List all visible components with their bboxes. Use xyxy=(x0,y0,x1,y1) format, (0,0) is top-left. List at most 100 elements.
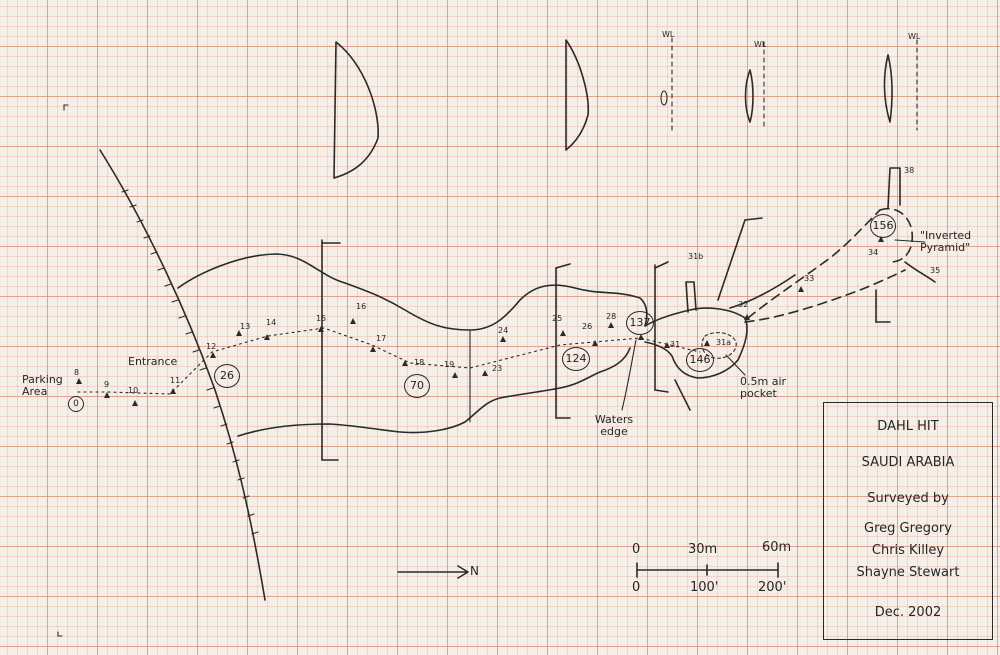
station-38: 38 xyxy=(904,166,915,175)
chamber-outline xyxy=(644,307,748,379)
scale-imperial-100: 100' xyxy=(690,580,719,595)
station-marker xyxy=(350,318,356,324)
station-31b: 31b xyxy=(688,252,704,261)
cliff-hatches xyxy=(121,189,259,535)
station-19: 19 xyxy=(444,360,455,369)
station-10: 10 xyxy=(128,386,139,395)
north-arrow xyxy=(397,565,469,579)
parking-area-label: Parking Area xyxy=(22,373,63,398)
station-13: 13 xyxy=(240,322,251,331)
north-label: N xyxy=(470,564,479,578)
station-marker xyxy=(210,352,216,358)
station-marker xyxy=(608,322,614,328)
surveyor-2: Chris Killey xyxy=(871,543,945,558)
location: SAUDI ARABIA xyxy=(861,455,955,470)
station-marker xyxy=(452,372,458,378)
inverted-pyramid-label: "Inverted Pyramid" xyxy=(920,229,972,254)
survey-date: Dec. 2002 xyxy=(874,605,942,620)
air-pocket-pointer xyxy=(725,354,746,376)
wl-label-3: WL xyxy=(662,30,675,39)
pyramid-shaft xyxy=(887,167,901,209)
station-marker xyxy=(76,378,82,384)
cave-name: DAHL HIT xyxy=(877,419,939,434)
waters-edge-label: Waters edge xyxy=(594,413,634,438)
station-marker xyxy=(560,330,566,336)
corner-mark xyxy=(57,631,63,637)
scale-bar xyxy=(636,562,779,578)
pyramid-chamber xyxy=(879,208,914,263)
station-24: 24 xyxy=(498,326,509,335)
station-26: 26 xyxy=(582,322,593,331)
station-marker xyxy=(264,334,270,340)
scale-metric-30: 30m xyxy=(688,542,718,557)
station-23: 23 xyxy=(492,364,503,373)
station-34: 34 xyxy=(868,248,879,257)
station-15: 15 xyxy=(316,314,327,323)
station-31: 31 xyxy=(670,340,681,349)
section-marker xyxy=(660,90,668,106)
surveyed-by-label: Surveyed by xyxy=(867,491,949,506)
wl-label-5: WL xyxy=(908,32,921,41)
depth-0: 0 xyxy=(68,396,84,412)
entrance-label: Entrance xyxy=(128,355,178,368)
depth-70: 70 xyxy=(404,374,430,398)
profile-section-4 xyxy=(744,69,754,123)
station-16: 16 xyxy=(356,302,367,311)
station-marker xyxy=(402,360,408,366)
depth-156: 156 xyxy=(870,214,896,238)
station-32: 32 xyxy=(738,300,749,309)
pyramid-pointer xyxy=(894,239,926,243)
station-marker xyxy=(744,314,750,320)
station-marker xyxy=(482,370,488,376)
title-block: DAHL HIT SAUDI ARABIA Surveyed by Greg G… xyxy=(823,402,993,640)
depth-124: 124 xyxy=(562,347,590,371)
dashed-passage-upper xyxy=(747,209,881,319)
surveyor-1: Greg Gregory xyxy=(864,521,952,536)
waters-edge-pointer xyxy=(621,339,637,411)
scale-imperial-0: 0 xyxy=(632,580,641,595)
station-marker xyxy=(318,326,324,332)
station-35: 35 xyxy=(930,266,941,275)
station-9: 9 xyxy=(104,380,110,389)
station-marker xyxy=(236,330,242,336)
surveyor-3: Shayne Stewart xyxy=(856,565,960,580)
station-11: 11 xyxy=(170,376,181,385)
station-marker xyxy=(592,340,598,346)
pyramid-outlet xyxy=(904,261,936,283)
scale-metric-0: 0 xyxy=(632,542,641,557)
station-marker xyxy=(170,388,176,394)
scale-metric-60: 60m xyxy=(762,540,792,555)
corner-mark xyxy=(63,104,69,111)
depth-26: 26 xyxy=(214,364,240,388)
station-33: 33 xyxy=(804,274,815,283)
station-12: 12 xyxy=(206,342,217,351)
station-28: 28 xyxy=(606,312,617,321)
station-17: 17 xyxy=(376,334,387,343)
station-marker xyxy=(878,236,884,242)
station-marker xyxy=(104,392,110,398)
station-31a: 31a xyxy=(716,338,732,347)
depth-137: 137 xyxy=(626,311,654,335)
side-passage-32 xyxy=(729,274,796,309)
station-marker xyxy=(370,346,376,352)
station-marker xyxy=(704,340,710,346)
profile-section-1 xyxy=(333,41,379,179)
cave-wall-upper xyxy=(177,253,648,331)
station-marker xyxy=(132,400,138,406)
station-18: 18 xyxy=(414,358,425,367)
depth-146: 146 xyxy=(686,348,714,372)
side-passage-31b xyxy=(685,281,697,313)
station-marker xyxy=(500,336,506,342)
dashed-passage-lower xyxy=(744,269,906,323)
station-8: 8 xyxy=(74,368,80,377)
cliff-line xyxy=(99,149,266,601)
profile-section-5 xyxy=(883,54,893,123)
profile-section-2 xyxy=(565,39,590,151)
station-marker xyxy=(664,342,670,348)
station-marker xyxy=(798,286,804,292)
cross-section-markers xyxy=(321,217,891,461)
cave-wall-lower xyxy=(237,347,631,437)
station-marker xyxy=(638,334,644,340)
